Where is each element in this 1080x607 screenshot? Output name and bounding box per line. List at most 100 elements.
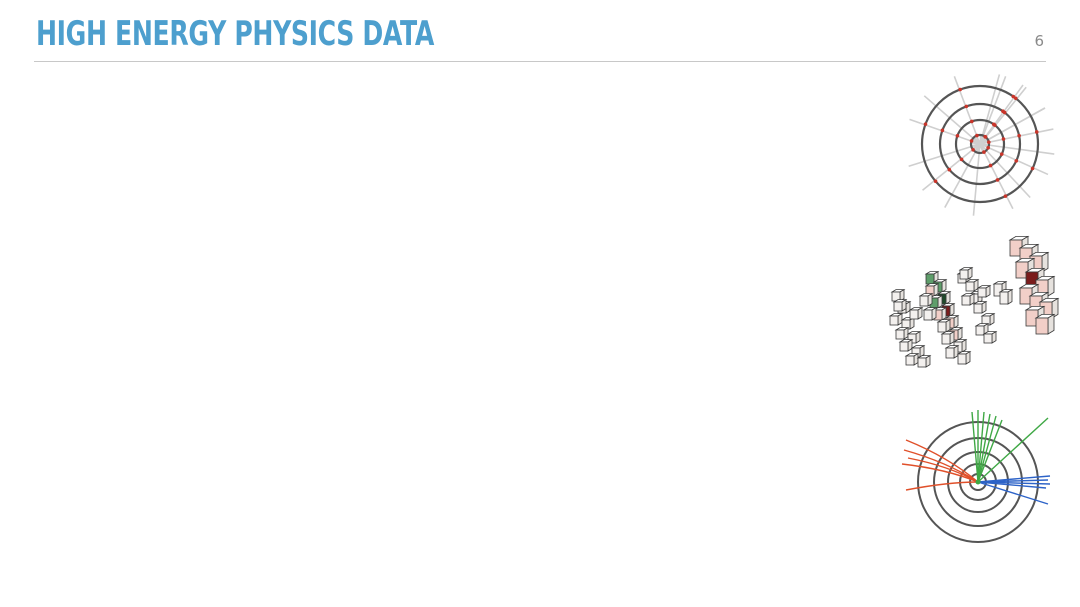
- cell-side-face: [953, 344, 959, 359]
- blue-jet-track: [977, 481, 1047, 489]
- cell-front-face: [889, 315, 899, 326]
- calo-cell: [958, 266, 974, 280]
- cell-side-face: [913, 352, 919, 366]
- cell-side-face: [981, 300, 987, 314]
- green-jet-track: [977, 413, 991, 483]
- track-line: [908, 140, 990, 168]
- cell-side-face: [1047, 313, 1055, 335]
- cell-side-face: [1007, 288, 1013, 305]
- cell-side-face: [949, 302, 955, 317]
- blue-jet-track: [977, 481, 1051, 485]
- hit-point: [999, 152, 1004, 156]
- cell-side-face: [927, 292, 933, 307]
- detector-ring: [938, 102, 1022, 186]
- cell-side-face: [965, 350, 971, 365]
- track-line: [970, 107, 1046, 150]
- calo-cell: [972, 300, 988, 314]
- hit-point: [959, 157, 964, 162]
- cell-side-face: [897, 312, 903, 326]
- cell-front-face: [923, 309, 933, 321]
- hit-point: [964, 104, 969, 109]
- cell-front-face: [925, 273, 935, 285]
- cell-front-face: [905, 355, 915, 366]
- hit-point: [1034, 130, 1039, 134]
- hit-point: [933, 179, 938, 184]
- green-jet-track: [977, 417, 1049, 483]
- hit-point: [940, 128, 945, 133]
- hit-point: [988, 163, 993, 168]
- cell-front-face: [965, 281, 975, 292]
- hit-point: [969, 119, 974, 124]
- track-line: [909, 118, 990, 149]
- calorimeter-cells-diagram: [888, 235, 1060, 368]
- cell-side-face: [991, 330, 997, 344]
- cell-side-face: [957, 326, 963, 341]
- cell-side-face: [967, 266, 973, 280]
- calo-cell: [960, 292, 976, 306]
- hit-point: [986, 146, 990, 150]
- cell-side-face: [961, 338, 967, 353]
- calo-cell: [944, 344, 960, 359]
- cell-side-face: [903, 326, 909, 340]
- hit-point: [1011, 94, 1016, 99]
- hit-point: [1001, 137, 1006, 141]
- red-jet-track: [901, 463, 979, 483]
- cell-side-face: [973, 278, 979, 292]
- cell-front-face: [909, 309, 919, 320]
- cell-side-face: [917, 306, 923, 320]
- calo-cell: [892, 298, 908, 312]
- hit-point: [1017, 133, 1021, 138]
- calo-cell: [908, 306, 924, 320]
- calo-cell: [940, 330, 956, 345]
- calo-cell: [998, 288, 1014, 305]
- cell-side-face: [931, 306, 937, 321]
- hit-point: [995, 178, 1000, 182]
- calo-cell: [976, 284, 992, 298]
- cell-front-face: [961, 295, 971, 306]
- hit-point: [1014, 159, 1019, 163]
- cell-side-face: [907, 338, 913, 352]
- detector-ring: [954, 118, 1006, 170]
- green-jet-track: [977, 419, 1003, 483]
- cell-front-face: [1035, 317, 1049, 335]
- cell-front-face: [937, 321, 947, 333]
- hit-point: [987, 140, 991, 144]
- cell-side-face: [1047, 275, 1055, 297]
- blue-jet-track: [977, 475, 1051, 483]
- calo-cell: [898, 338, 914, 352]
- page-title: HIGH ENERGY PHYSICS DATA: [36, 14, 434, 54]
- cell-side-face: [953, 314, 959, 329]
- hit-point: [982, 150, 986, 154]
- red-jet-track: [905, 481, 979, 491]
- green-jet-track: [977, 411, 985, 483]
- calo-cell: [910, 344, 926, 358]
- calo-cell: [906, 330, 922, 344]
- hit-point: [1001, 109, 1005, 114]
- calo-cell: [922, 306, 938, 321]
- cell-front-face: [899, 341, 909, 352]
- cell-front-face: [917, 357, 927, 368]
- cell-front-face: [983, 333, 993, 344]
- cell-side-face: [915, 330, 921, 344]
- title-divider: [34, 61, 1046, 62]
- calo-cell: [916, 354, 932, 368]
- green-jet-track: [977, 415, 997, 483]
- calo-cell: [904, 352, 920, 366]
- calo-cell: [964, 278, 980, 292]
- cell-front-face: [945, 347, 955, 359]
- hit-point: [955, 133, 960, 138]
- interaction-vertex: [975, 479, 981, 485]
- detector-ring: [969, 133, 991, 155]
- red-jet-track: [905, 439, 979, 483]
- cell-front-face: [973, 303, 983, 314]
- calo-cell: [936, 318, 952, 333]
- cell-front-face: [975, 325, 985, 336]
- jet-event-display-diagram: [901, 410, 1051, 543]
- cell-side-face: [945, 290, 951, 305]
- hit-point: [1003, 194, 1008, 198]
- hit-point: [947, 167, 952, 172]
- cell-front-face: [959, 269, 969, 280]
- calo-cell: [918, 292, 934, 307]
- cell-front-face: [895, 329, 905, 340]
- hit-point: [958, 87, 962, 92]
